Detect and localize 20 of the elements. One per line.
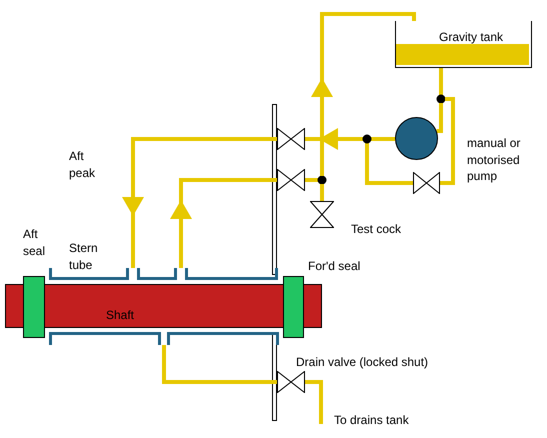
seal-label: For'd seal	[308, 258, 360, 274]
pipe-arrow	[305, 128, 372, 150]
gravity-tank	[395, 21, 532, 68]
pipe-line	[162, 345, 277, 384]
valve-label: Test cock	[351, 221, 402, 238]
valve-label: Drain valve (locked shut)	[296, 354, 428, 370]
pipe-line	[305, 380, 323, 424]
seal-label: Aft seal	[23, 226, 46, 259]
pump-label: manual or motorised pump	[467, 135, 522, 184]
outlet-label: To drains tank	[334, 412, 409, 428]
tank-label: Gravity tank	[439, 29, 504, 46]
pipe-line	[365, 143, 413, 185]
pipe-line	[440, 97, 455, 185]
pipe-arrow	[311, 12, 416, 176]
stern-tube-label: Stern tube	[69, 240, 99, 273]
compartment-label: Aft peak	[69, 148, 96, 181]
pipe-arrow	[170, 178, 277, 268]
pipe-line	[371, 137, 395, 141]
shaft-label: Shaft	[106, 307, 134, 324]
pipe-arrow	[122, 137, 277, 268]
